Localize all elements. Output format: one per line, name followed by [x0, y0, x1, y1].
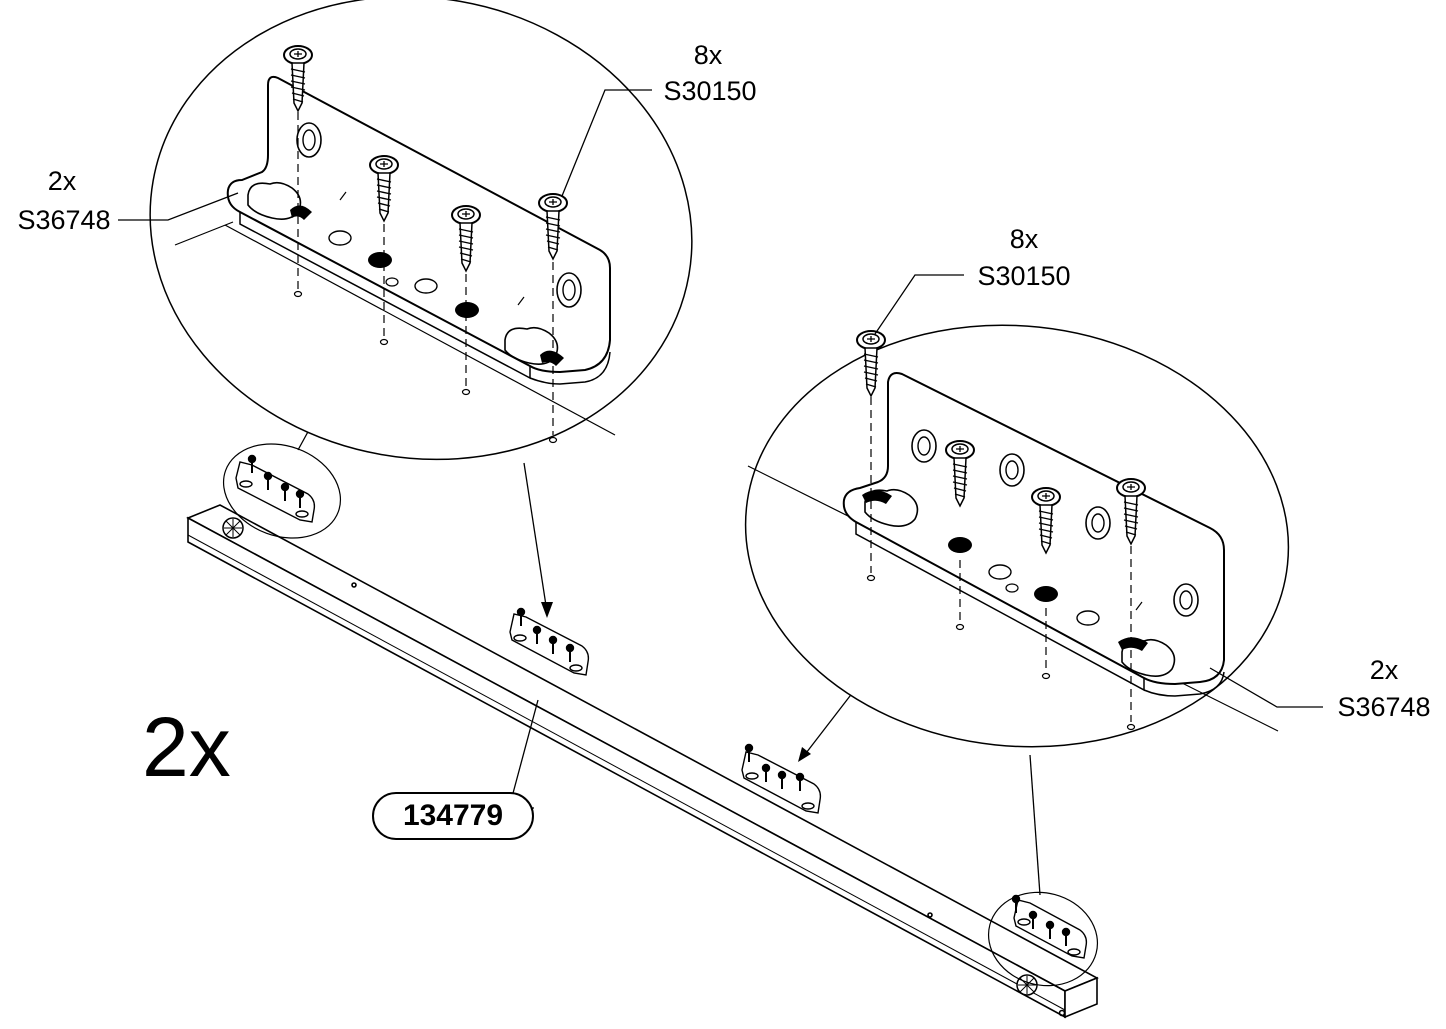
callout-leaders: [118, 89, 1323, 809]
callout-screw-top-code: S30150: [663, 76, 757, 106]
callout-screw-right-qty: 8x: [1009, 224, 1039, 254]
callout-screw-top-qty: 8x: [693, 40, 723, 70]
part-number-badge: 134779: [372, 792, 534, 840]
arrowheads: [541, 602, 811, 762]
detail-marker-right: [987, 891, 1099, 987]
callout-bracket-left-code: S36748: [17, 205, 111, 235]
detail-right: [744, 324, 1290, 748]
dowel-end-right: [1016, 974, 1038, 996]
bracket-small-2: [509, 607, 590, 676]
bracket-small-3: [741, 743, 822, 814]
callout-bracket-right-qty: 2x: [1369, 655, 1399, 685]
detail-top-left: [149, 0, 693, 461]
bracket-small-4: [1011, 894, 1088, 959]
callout-bracket-right-code: S36748: [1337, 692, 1431, 722]
quantity-multiplier: 2x: [142, 700, 231, 794]
callout-screw-right-code: S30150: [977, 261, 1071, 291]
dowel-end-left: [222, 517, 244, 539]
detail-marker-left: [222, 443, 342, 539]
bracket-small-1: [235, 454, 316, 523]
callout-bracket-left-qty: 2x: [47, 166, 77, 196]
rail-board: [186, 504, 1099, 1019]
detail-leaders: [297, 407, 1041, 896]
